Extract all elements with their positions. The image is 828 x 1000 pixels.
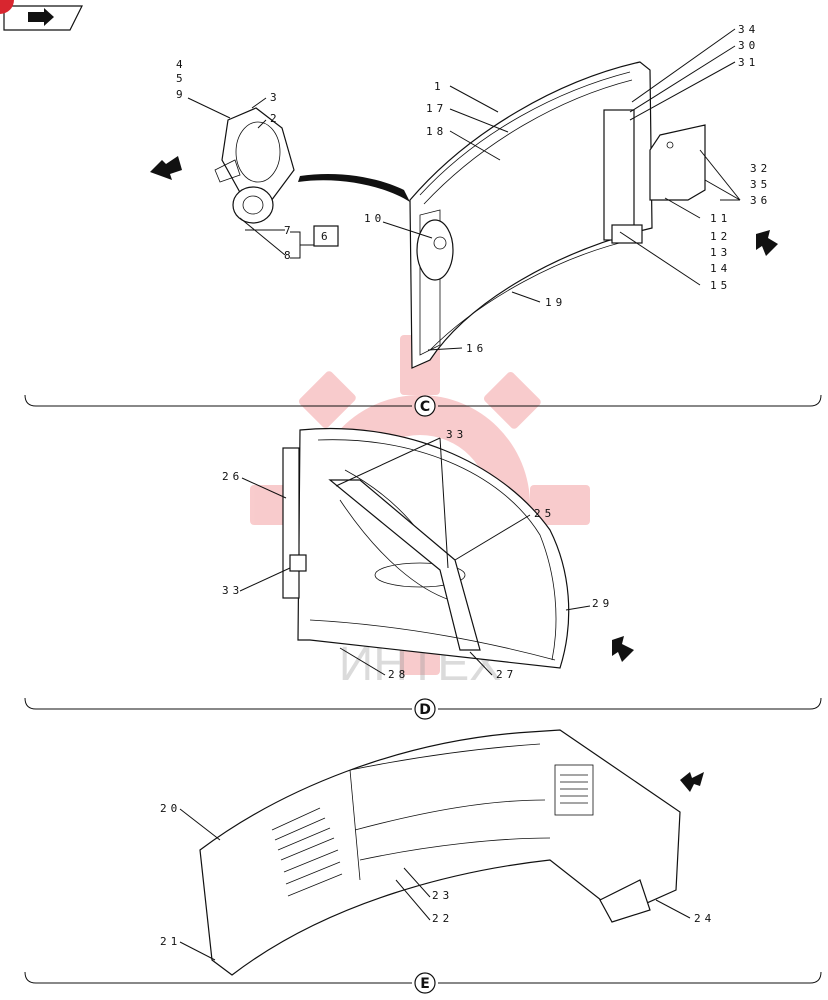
direction-arrow-icon [150, 156, 182, 180]
section-e-bracket [24, 971, 822, 984]
callout-11: 11 [710, 212, 731, 225]
direction-arrow-icon [612, 636, 634, 662]
section-c-bracket [24, 394, 822, 407]
callout-28: 28 [388, 668, 409, 681]
section-d-marker [414, 698, 436, 720]
callout-22: 22 [432, 912, 453, 925]
callout-25: 25 [534, 507, 555, 520]
callout-21: 21 [160, 935, 181, 948]
callout-35: 35 [750, 178, 771, 191]
section-d-drawing [282, 427, 570, 669]
section-d-leaders [239, 437, 591, 676]
callout-24: 24 [694, 912, 715, 925]
callout-18: 18 [426, 125, 447, 138]
callout-29: 29 [592, 597, 613, 610]
callout-5: 5 [176, 72, 187, 85]
callout-10: 10 [364, 212, 385, 225]
section-c-leaders [187, 28, 741, 351]
section-d-bracket [24, 697, 822, 710]
section-e-leaders [179, 808, 691, 961]
section-c-callouts: 4 5 9 3 2 7 8 6 10 1 17 18 34 30 31 32 3… [176, 23, 771, 355]
page-nav-icon[interactable] [0, 0, 83, 31]
direction-arrow-icon [680, 772, 704, 792]
callout-17: 17 [426, 102, 447, 115]
section-e-callouts: 20 21 23 22 24 [160, 802, 715, 948]
callout-12: 12 [710, 230, 731, 243]
callout-16: 16 [466, 342, 487, 355]
direction-arrow-icon [756, 230, 778, 256]
callout-3: 3 [270, 91, 281, 104]
section-c-drawing [214, 61, 706, 369]
callout-13: 13 [710, 246, 731, 259]
callout-2: 2 [270, 112, 281, 125]
section-c-label: C [420, 399, 430, 415]
section-e-drawing [199, 729, 681, 976]
callout-32: 32 [750, 162, 771, 175]
callout-33a: 33 [446, 428, 467, 441]
callout-34: 34 [738, 23, 759, 36]
callout-26: 26 [222, 470, 243, 483]
callout-6: 6 [321, 230, 332, 243]
callout-27: 27 [496, 668, 517, 681]
section-d-label: D [419, 702, 431, 718]
callout-8: 8 [284, 249, 295, 262]
section-e-label: E [420, 976, 430, 992]
callout-31: 31 [738, 56, 759, 69]
callout-36: 36 [750, 194, 771, 207]
callout-14: 14 [710, 262, 731, 275]
callout-19: 19 [545, 296, 566, 309]
callout-30: 30 [738, 39, 759, 52]
callout-7: 7 [284, 224, 295, 237]
callout-20: 20 [160, 802, 181, 815]
section-c-marker [414, 395, 436, 417]
section-d-callouts: 33 26 25 33 29 28 27 [222, 428, 613, 681]
section-e-marker [414, 972, 436, 994]
callout-15: 15 [710, 279, 731, 292]
callout-9: 9 [176, 88, 187, 101]
callout-4: 4 [176, 58, 187, 71]
callout-23: 23 [432, 889, 453, 902]
callout-1: 1 [434, 80, 445, 93]
callout-33b: 33 [222, 584, 243, 597]
